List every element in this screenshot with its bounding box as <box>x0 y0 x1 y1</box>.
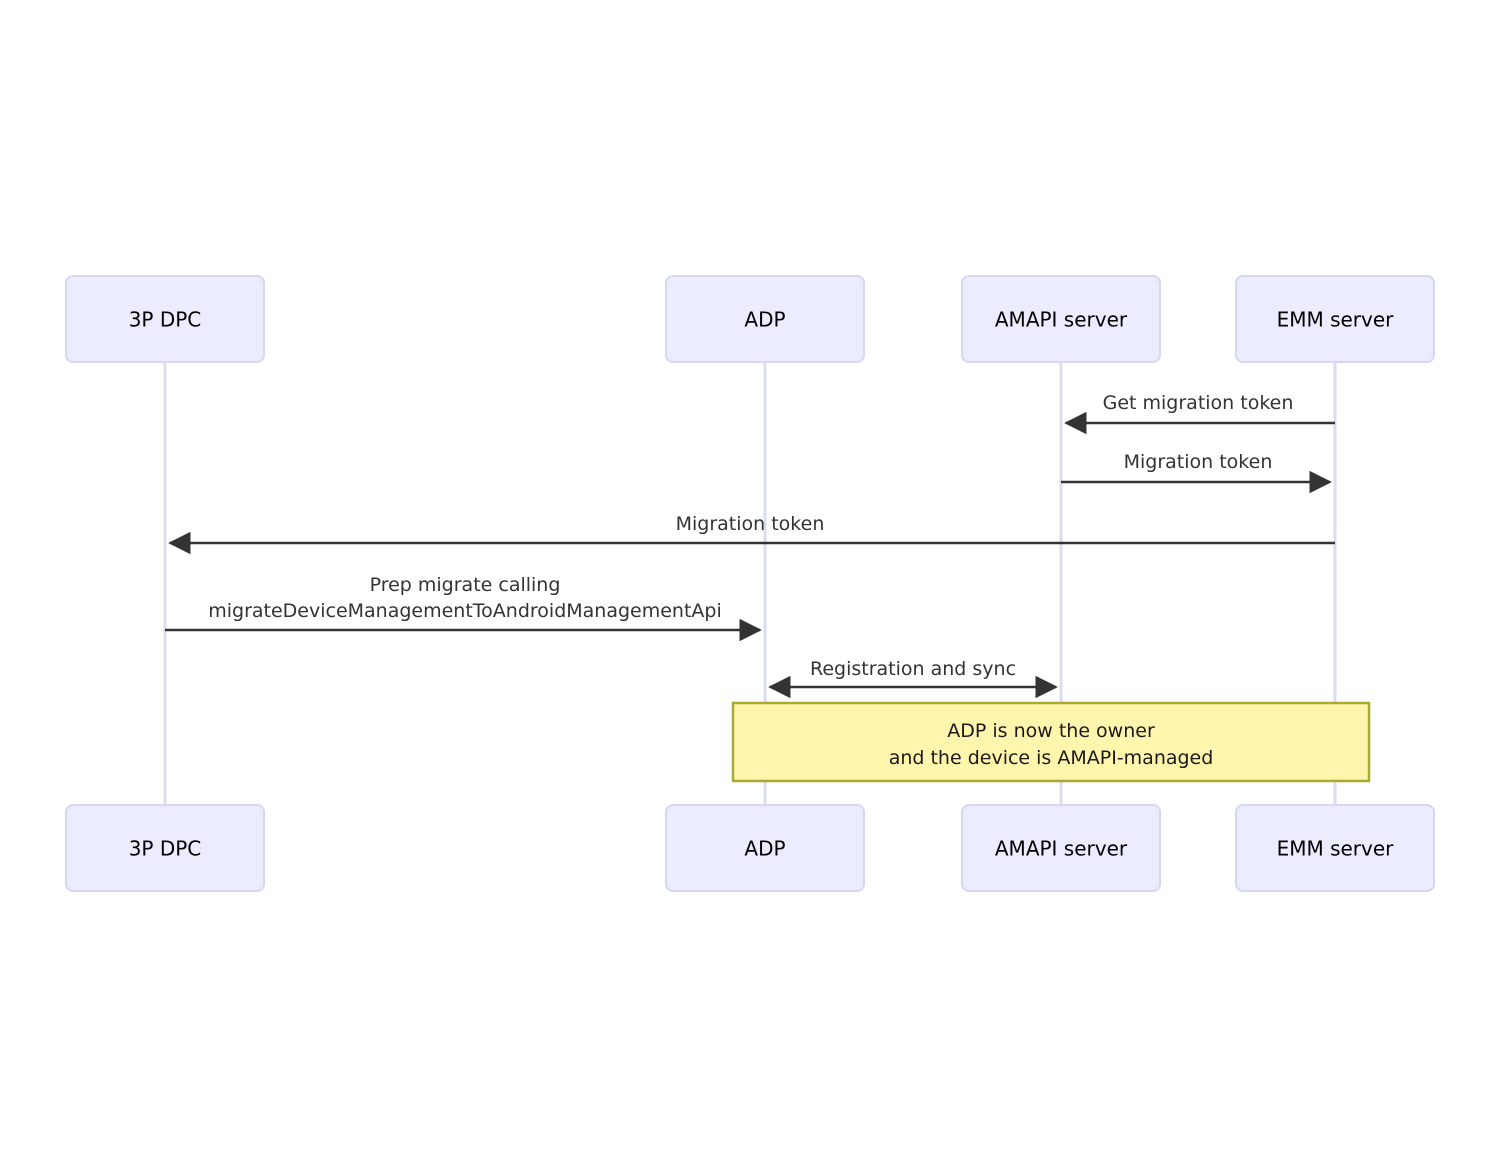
actor-label-emm-top: EMM server <box>1277 308 1395 332</box>
message-get-migration-token[interactable]: Get migration token <box>1064 392 1335 435</box>
messages: Get migration token Migration token Migr… <box>165 392 1335 699</box>
actor-box-dpc-top[interactable]: 3P DPC <box>65 275 265 363</box>
message-label-migration-token-to-dpc: Migration token <box>676 513 825 535</box>
actor-box-adp-bottom[interactable]: ADP <box>665 804 865 892</box>
message-label-get-migration-token: Get migration token <box>1103 392 1294 414</box>
actor-box-dpc-bottom[interactable]: 3P DPC <box>65 804 265 892</box>
actor-label-adp-top: ADP <box>744 308 785 332</box>
note-box <box>731 701 1371 783</box>
message-label-prep-migrate-line1: Prep migrate calling <box>370 574 561 596</box>
actor-box-adp-top[interactable]: ADP <box>665 275 865 363</box>
actor-box-amapi-top[interactable]: AMAPI server <box>961 275 1161 363</box>
actor-label-adp-bottom: ADP <box>744 837 785 861</box>
message-migration-token-to-emm[interactable]: Migration token <box>1061 451 1332 494</box>
actor-label-emm-bottom: EMM server <box>1277 837 1395 861</box>
message-label-prep-migrate-line2: migrateDeviceManagementToAndroidManageme… <box>208 600 722 622</box>
actor-box-emm-bottom[interactable]: EMM server <box>1235 804 1435 892</box>
actor-label-amapi-top: AMAPI server <box>995 308 1128 332</box>
actor-label-dpc-top: 3P DPC <box>129 308 202 332</box>
actor-label-amapi-bottom: AMAPI server <box>995 837 1128 861</box>
actor-box-emm-top[interactable]: EMM server <box>1235 275 1435 363</box>
note-line-2: and the device is AMAPI-managed <box>889 747 1214 769</box>
message-label-migration-token-to-emm: Migration token <box>1124 451 1273 473</box>
actor-label-dpc-bottom: 3P DPC <box>129 837 202 861</box>
actor-box-amapi-bottom[interactable]: AMAPI server <box>961 804 1161 892</box>
message-label-registration-and-sync: Registration and sync <box>810 658 1016 680</box>
actor-boxes-bottom: 3P DPC ADP AMAPI server EMM server <box>65 804 1435 892</box>
message-migration-token-to-dpc[interactable]: Migration token <box>168 513 1335 555</box>
message-prep-migrate[interactable]: Prep migrate calling migrateDeviceManage… <box>165 574 762 642</box>
note-line-1: ADP is now the owner <box>947 720 1155 742</box>
note-adp-owner: ADP is now the owner and the device is A… <box>731 701 1371 783</box>
message-registration-and-sync[interactable]: Registration and sync <box>768 658 1058 699</box>
actor-boxes-top: 3P DPC ADP AMAPI server EMM server <box>65 275 1435 363</box>
